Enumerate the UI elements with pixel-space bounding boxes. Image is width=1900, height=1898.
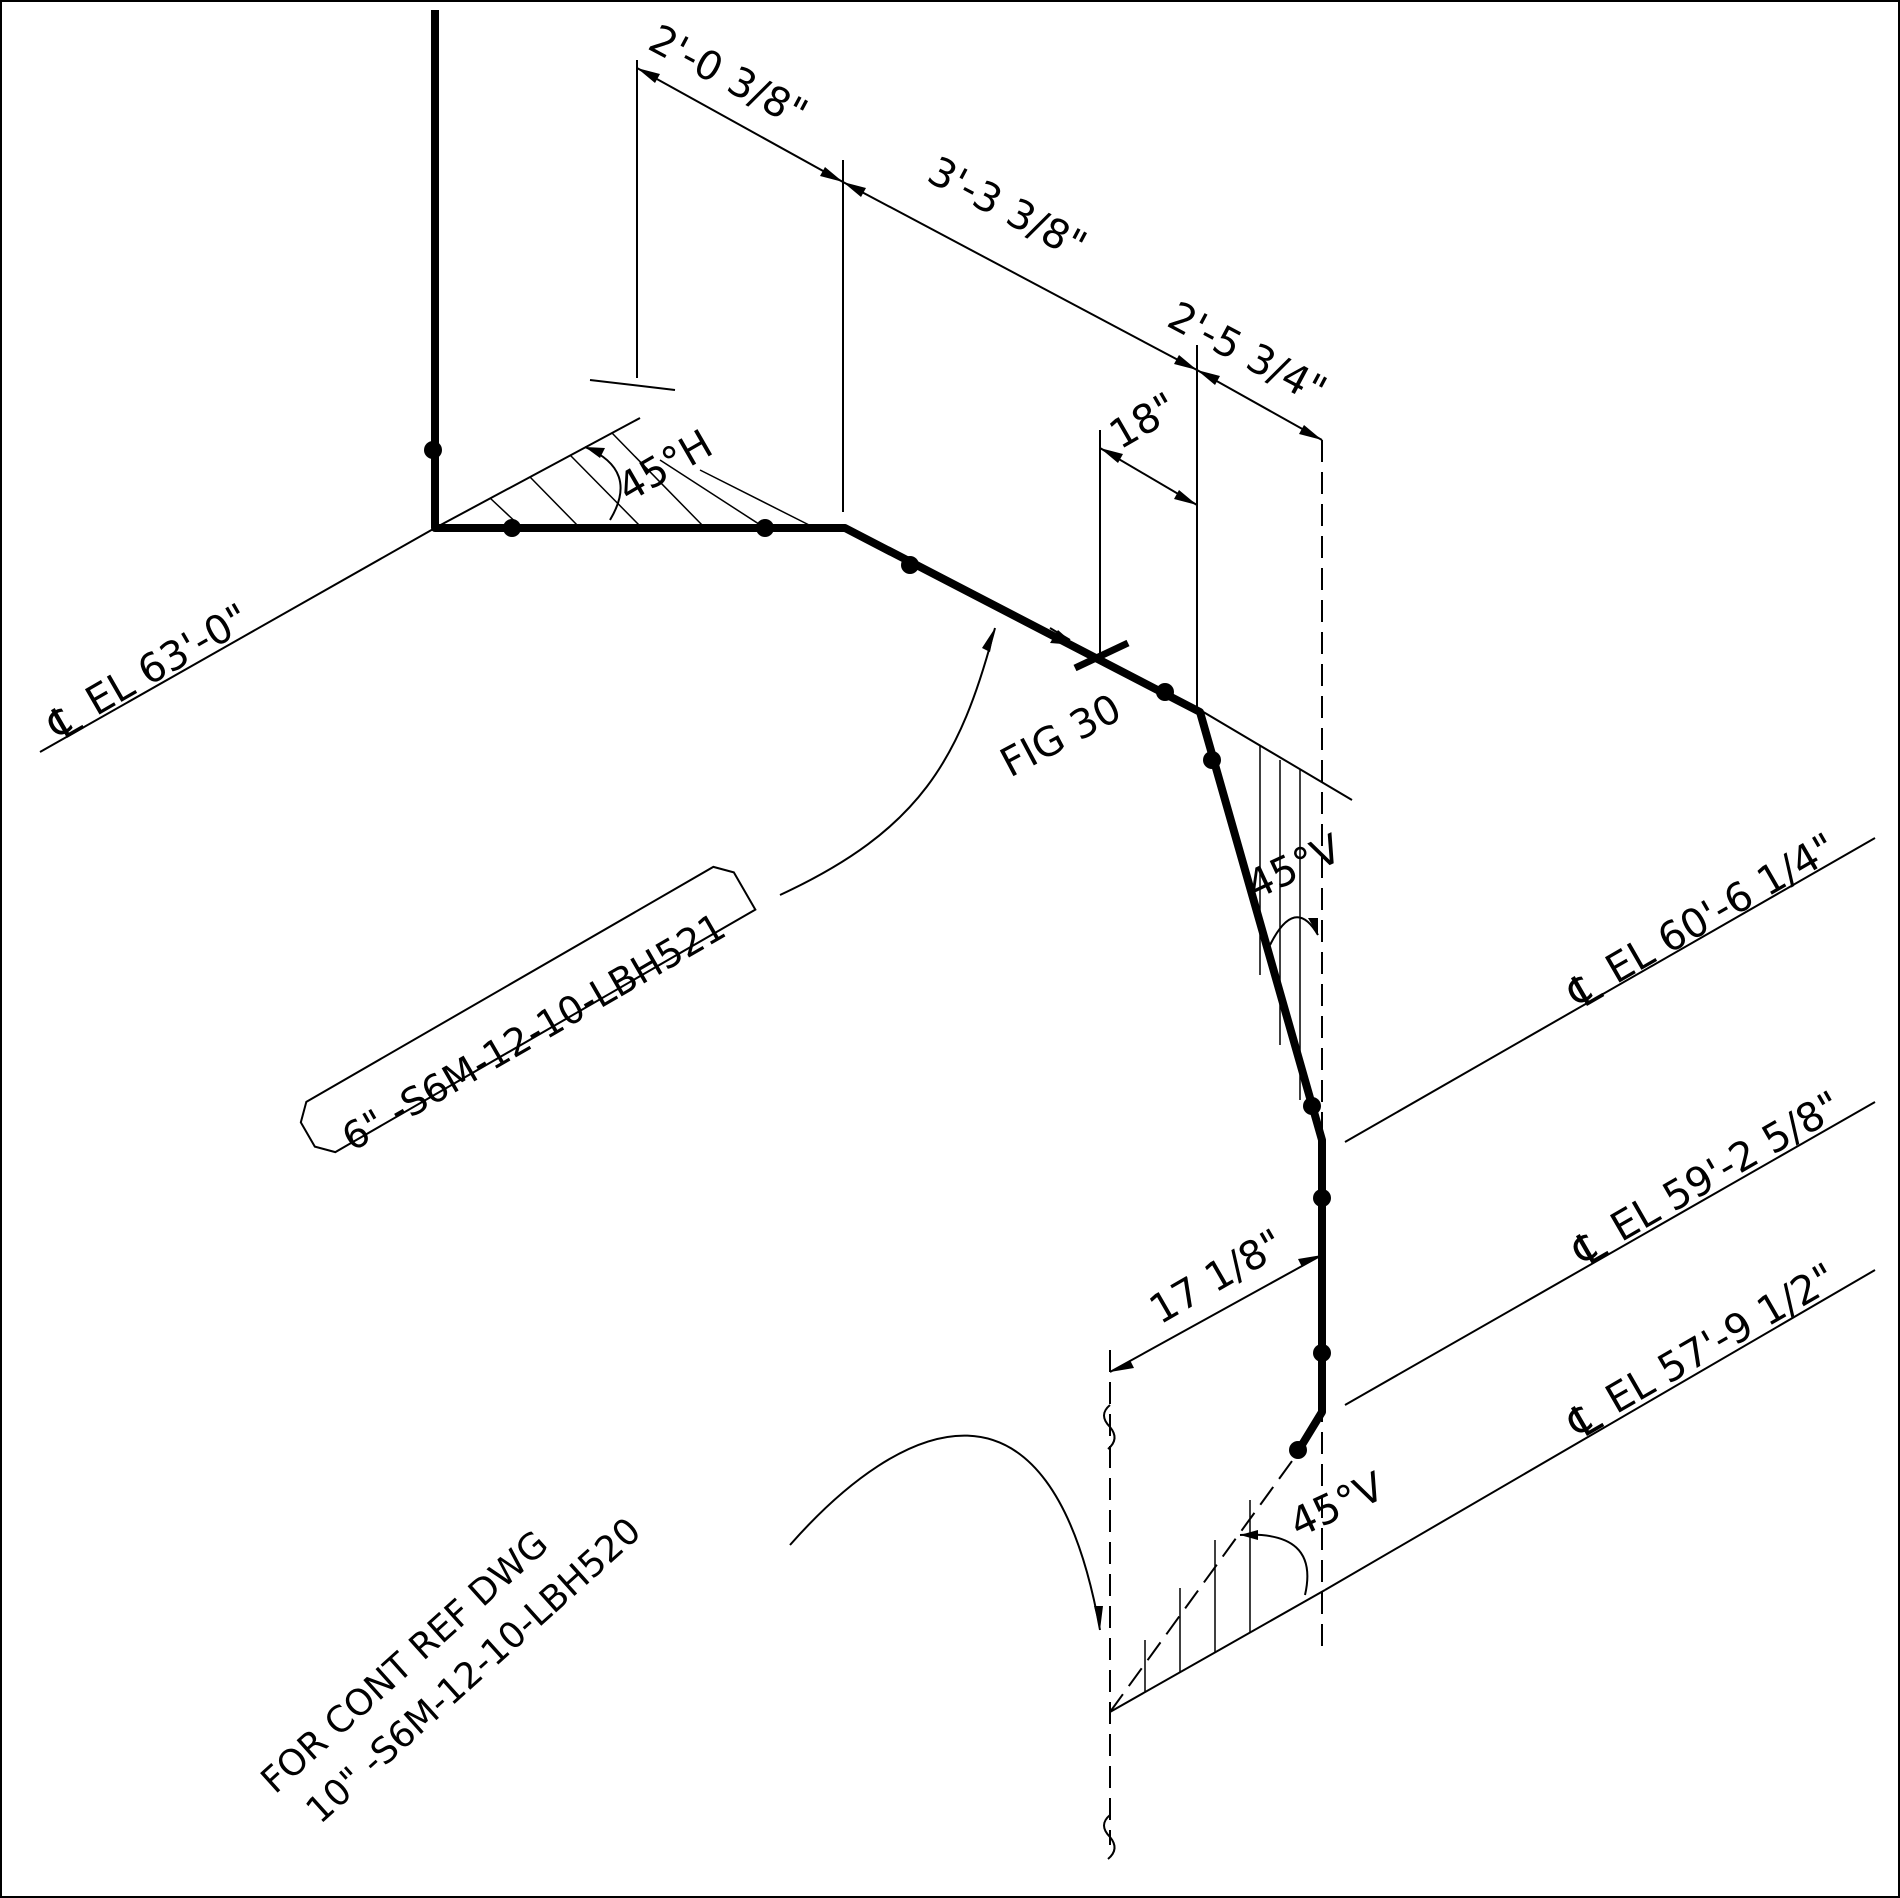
- el-57-label: ℄ EL 57'-9 1/2": [1559, 1255, 1844, 1450]
- ref-text-line2: 10" -S6M-12-10-LBH520: [299, 1510, 650, 1831]
- centerline-symbol: ℄: [1559, 961, 1610, 1020]
- angle-arc-45v-upper: [1269, 916, 1319, 946]
- el-line-57: [1324, 1269, 1876, 1591]
- el-line-59: [1344, 1101, 1876, 1406]
- el-63-label: ℄ EL 63'-0": [39, 595, 257, 752]
- line-tag-box: [299, 865, 757, 1154]
- angle-label-45h: 45°H: [610, 421, 720, 511]
- el-59-text: EL 59'-2 5/8": [1603, 1083, 1849, 1252]
- ext-line-7: [589, 379, 676, 391]
- el-63-text: EL 63'-0": [78, 595, 257, 725]
- angle-label-45v-lower: 45°V: [1283, 1464, 1392, 1547]
- angle-arc-45h: [584, 446, 622, 521]
- el-59-label: ℄ EL 59'-2 5/8": [1564, 1083, 1849, 1278]
- fig-label: FIG 30: [993, 685, 1129, 786]
- dim-label-4: 18": [1102, 384, 1185, 458]
- centerline-symbol: ℄: [39, 693, 90, 752]
- el-57-text: EL 57'-9 1/2": [1598, 1255, 1844, 1424]
- dim-line-4: [1099, 447, 1198, 506]
- weld-dots: [424, 441, 1331, 1459]
- centerline-symbol: ℄: [1564, 1219, 1615, 1278]
- break-mark-top: [1103, 1404, 1116, 1450]
- hatch-45v-upper: [1199, 709, 1353, 1100]
- break-mark-bottom: [1103, 1814, 1116, 1860]
- pipe-route: [431, 10, 1326, 1454]
- el-line-60: [1344, 837, 1876, 1143]
- el-60-text: EL 60'-6 1/4": [1598, 825, 1844, 994]
- line-tag-text: 6" -S6M-12-10-LBH521: [335, 904, 733, 1159]
- pipe-flow-arrow: [1050, 630, 1075, 645]
- angle-label-45v-upper: 45°V: [1240, 826, 1349, 909]
- dim-line-1: [636, 67, 844, 183]
- dim-line-3: [1196, 369, 1323, 441]
- centerline-symbol: ℄: [1559, 1391, 1610, 1450]
- hatch-45v-lower: [1109, 1449, 1326, 1713]
- dim-label-5: 17 1/8": [1142, 1221, 1292, 1334]
- dim-label-2: 3'-3 3/8": [920, 148, 1093, 269]
- dim-line-2: [842, 181, 1198, 371]
- dim-line-5: [1109, 1254, 1323, 1373]
- leader-line-tag: [779, 627, 996, 896]
- el-60-label: ℄ EL 60'-6 1/4": [1559, 825, 1844, 1020]
- dim-label-3: 2'-5 3/4": [1160, 293, 1333, 414]
- el-line-63: [39, 527, 436, 753]
- leader-ref: [789, 1434, 1101, 1631]
- fig30-support-mark: [1073, 639, 1130, 672]
